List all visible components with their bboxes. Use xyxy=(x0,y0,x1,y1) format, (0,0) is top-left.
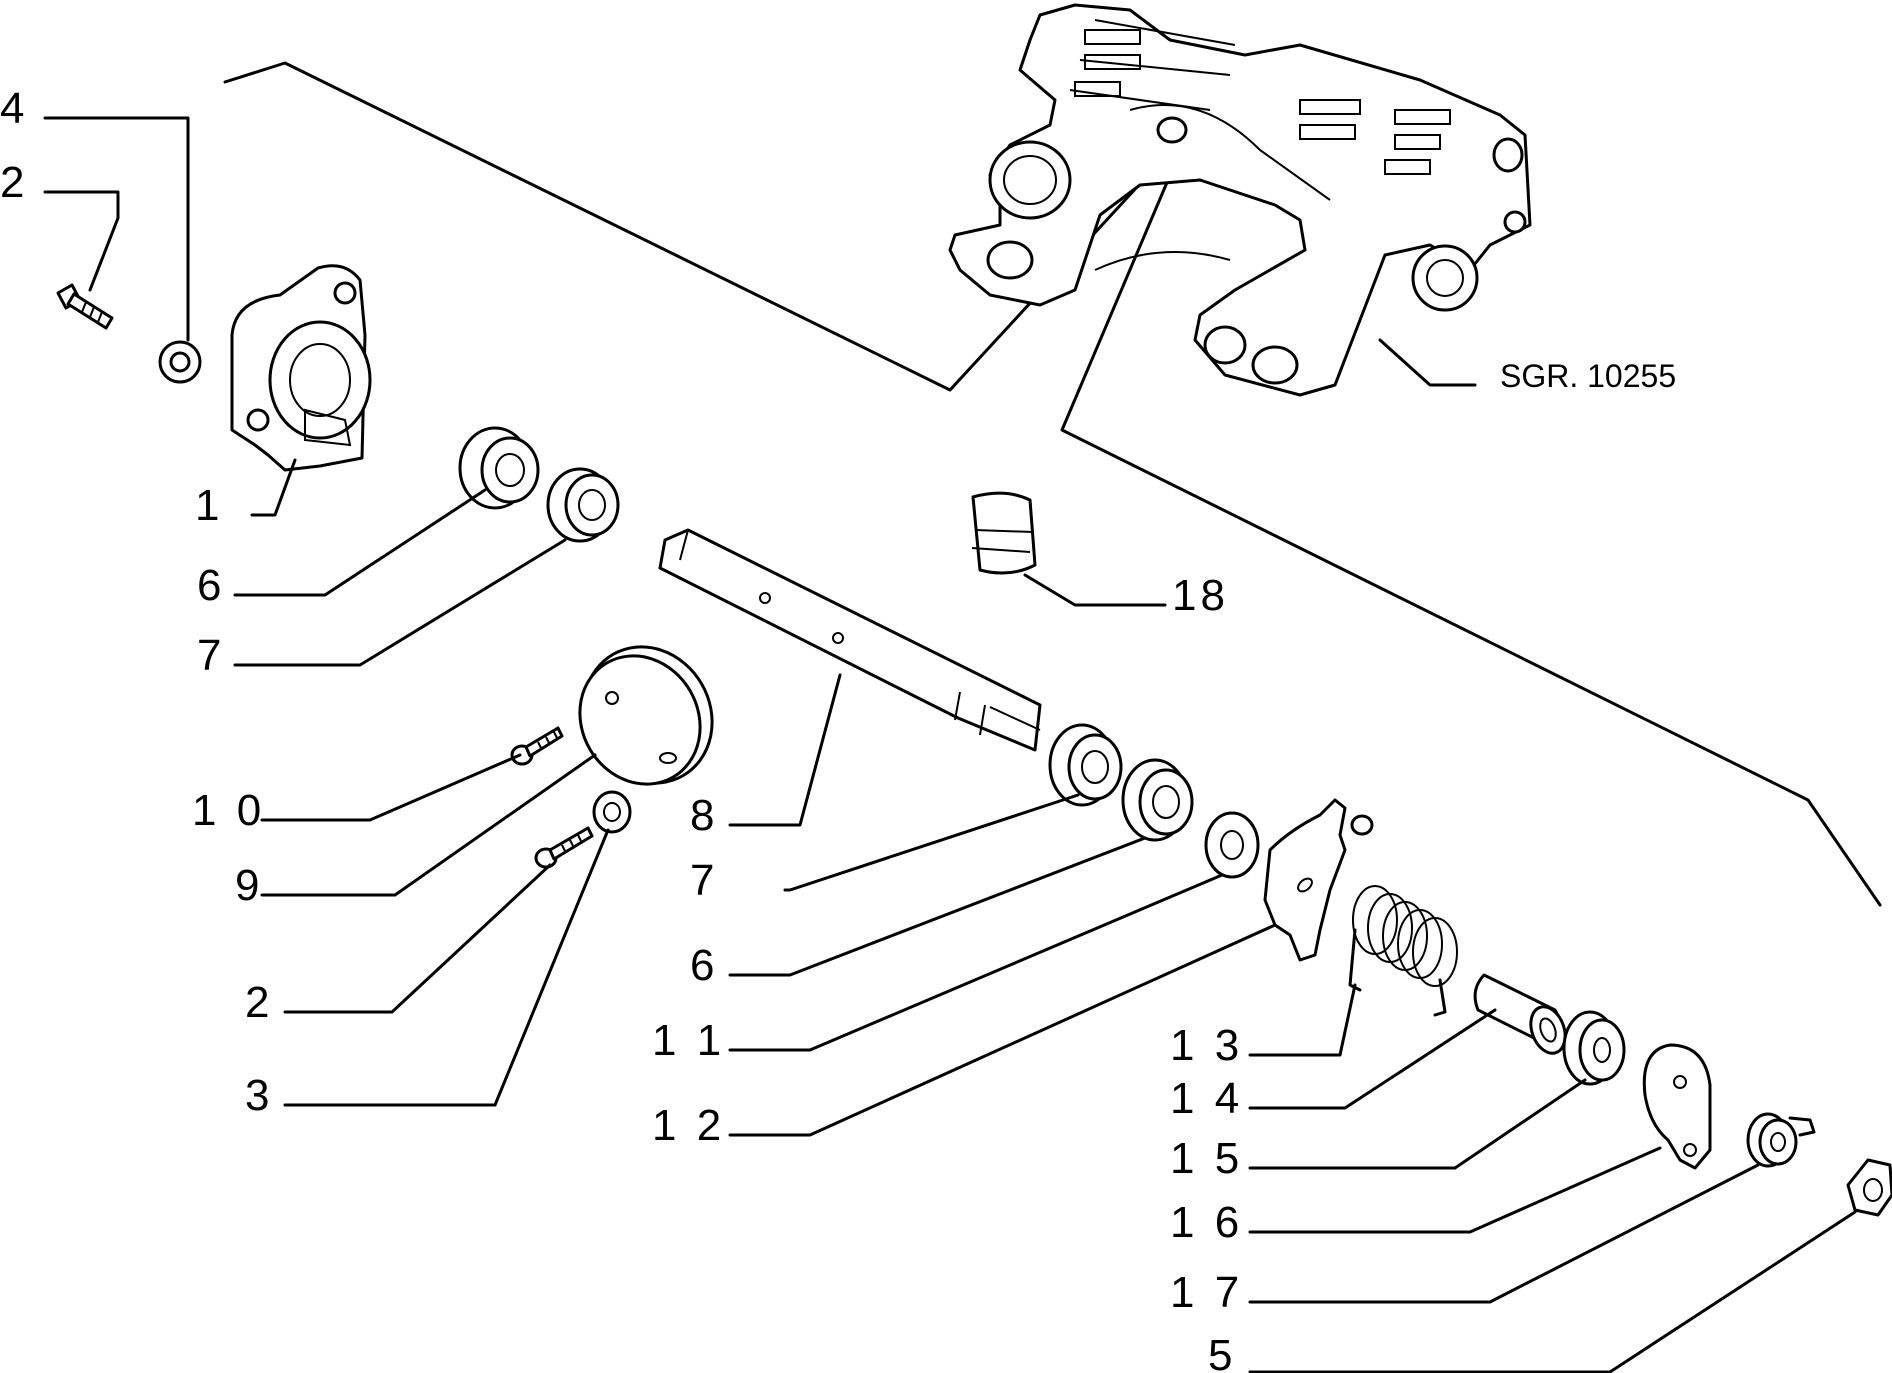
label-part-2-lower: 2 xyxy=(245,978,273,1027)
label-part-9: 9 xyxy=(235,861,263,910)
leader-lines xyxy=(43,116,1857,1373)
label-part-7-upper: 7 xyxy=(197,631,225,680)
label-part-18: 18 xyxy=(1172,571,1229,620)
label-part-7-lower: 7 xyxy=(690,856,718,905)
label-part-16: 1 6 xyxy=(1170,1198,1243,1247)
cam-part-16 xyxy=(1642,1043,1712,1170)
bearing-part-7-lower xyxy=(1048,723,1123,807)
throttle-sensor-part-1 xyxy=(230,264,372,472)
label-part-14: 1 4 xyxy=(1170,1074,1243,1123)
spring-part-13 xyxy=(1348,885,1458,1017)
label-part-8: 8 xyxy=(690,791,718,840)
part-number-labels: 4 2 1 6 7 18 1 0 9 8 7 2 6 1 1 3 1 2 1 3… xyxy=(0,84,1243,1373)
label-part-11: 1 1 xyxy=(652,1016,725,1065)
label-part-17: 1 7 xyxy=(1170,1268,1243,1317)
bushing-part-14 xyxy=(1473,973,1567,1055)
label-part-6-lower: 6 xyxy=(690,941,718,990)
seal-part-7-upper xyxy=(546,467,620,543)
washer-part-3 xyxy=(592,790,632,834)
clip-part-18 xyxy=(971,491,1037,575)
bolt-part-2-upper xyxy=(56,283,114,330)
spring-washer-part-17 xyxy=(1746,1112,1816,1168)
drawing-reference-code: SGR. 10255 xyxy=(1500,358,1676,394)
intake-manifold-part xyxy=(948,3,1532,397)
screw-part-2-lower xyxy=(534,826,594,869)
disc-part-9 xyxy=(578,645,714,786)
label-part-15: 1 5 xyxy=(1170,1134,1243,1183)
label-part-2-upper: 2 xyxy=(0,158,28,207)
label-part-3: 3 xyxy=(245,1071,273,1120)
nut-part-5 xyxy=(1846,1158,1892,1217)
washer-part-15 xyxy=(1562,1010,1626,1086)
bearing-part-6-upper xyxy=(458,426,540,510)
label-part-4: 4 xyxy=(0,84,28,133)
label-part-5: 5 xyxy=(1208,1331,1236,1373)
screw-part-10 xyxy=(510,726,564,766)
label-part-12: 1 2 xyxy=(652,1101,725,1150)
seal-part-6-lower xyxy=(1121,758,1194,842)
washer-part-4 xyxy=(158,340,202,384)
label-part-6-upper: 6 xyxy=(197,561,225,610)
label-part-1: 1 xyxy=(195,481,223,530)
label-part-13: 1 3 xyxy=(1170,1021,1243,1070)
label-part-10: 1 0 xyxy=(192,786,265,835)
shaft-part-8 xyxy=(658,528,1042,752)
lever-part-12 xyxy=(1263,798,1374,962)
washer-part-11 xyxy=(1204,811,1260,879)
